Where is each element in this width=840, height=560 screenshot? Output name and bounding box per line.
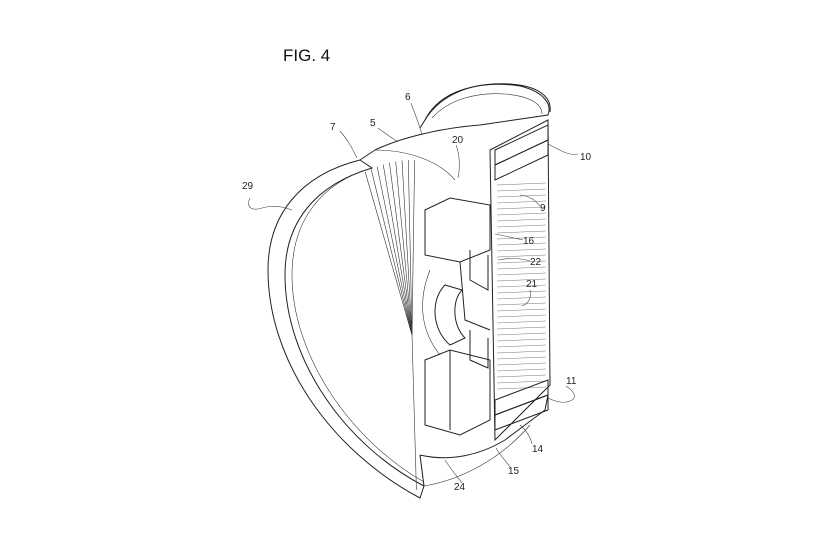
hatch-line [496, 338, 547, 342]
callout-6: 6 [405, 92, 411, 103]
figure-title: FIG. 4 [283, 46, 330, 65]
bottom-housing [419, 394, 549, 459]
hatch-line [496, 332, 547, 336]
hatch-line [496, 212, 547, 216]
callout-9: 9 [540, 203, 546, 214]
horn-outer-shell [267, 159, 425, 499]
hatch-line [496, 200, 547, 204]
callout-22: 22 [530, 257, 542, 268]
hatch-line [496, 236, 547, 240]
hatch-line [496, 248, 547, 252]
reference-numerals: 6 7 5 20 10 29 9 16 22 21 11 14 15 24 [242, 92, 592, 493]
callout-16: 16 [523, 236, 535, 247]
hatch-line [496, 284, 547, 288]
dome [434, 284, 466, 346]
hatch-line [496, 350, 547, 354]
callout-14: 14 [532, 444, 544, 455]
radial-fins [364, 159, 417, 490]
hatch-line [496, 272, 547, 276]
speaker-cutaway-drawing [267, 83, 551, 499]
fin-line [382, 164, 413, 336]
hatch-line [496, 242, 547, 246]
hatch-line [496, 380, 547, 384]
hatch-line [496, 206, 547, 210]
hatch-line [496, 290, 547, 294]
fin-line [411, 334, 417, 490]
fin-line [389, 162, 413, 336]
horn-inner-rim [291, 167, 425, 483]
outer-ring-inner [431, 93, 543, 119]
hatch-line [496, 368, 547, 372]
hatch-line [496, 326, 547, 330]
hatch-line [496, 314, 547, 318]
hatch-line [496, 266, 547, 270]
fin-line [376, 166, 413, 336]
hatch-line [496, 260, 547, 264]
back-plate [489, 119, 551, 442]
hatch-line [496, 278, 547, 282]
callout-29: 29 [242, 181, 254, 192]
hatch-line [496, 230, 547, 234]
upper-housing-edge [374, 149, 456, 181]
hatch-line [496, 188, 547, 192]
motor-assembly [422, 197, 491, 436]
fin-line [370, 169, 413, 336]
callout-15: 15 [508, 466, 520, 477]
hatch-line [496, 302, 547, 306]
hatch-line [496, 356, 547, 360]
hatch-line [496, 254, 547, 258]
hatch-line [496, 194, 547, 198]
hatch-line [496, 386, 547, 390]
hatch-line [496, 320, 547, 324]
leader-lines [248, 102, 579, 484]
fin-line [395, 161, 413, 336]
hatch-line [496, 308, 547, 312]
upper-housing [359, 83, 550, 161]
fin-line [401, 160, 413, 336]
callout-11: 11 [566, 376, 577, 387]
callout-7: 7 [330, 122, 336, 133]
outer-ring-top [424, 83, 551, 121]
callout-10: 10 [580, 152, 592, 163]
hatch-line [496, 182, 547, 186]
callout-24: 24 [454, 482, 466, 493]
hatch-line [496, 374, 547, 378]
fin-line [364, 171, 413, 336]
hatch-line [496, 224, 547, 228]
hatch-line [496, 218, 547, 222]
rear-ring-stack [494, 124, 549, 431]
callout-20: 20 [452, 135, 464, 146]
hatch-line [496, 362, 547, 366]
callout-21: 21 [526, 279, 538, 290]
callout-5: 5 [370, 118, 376, 129]
hatch-line [496, 296, 547, 300]
fin-line [411, 159, 415, 336]
hatch-line [496, 344, 547, 348]
back-plate-hatch [496, 182, 547, 390]
fin-line [408, 160, 413, 336]
